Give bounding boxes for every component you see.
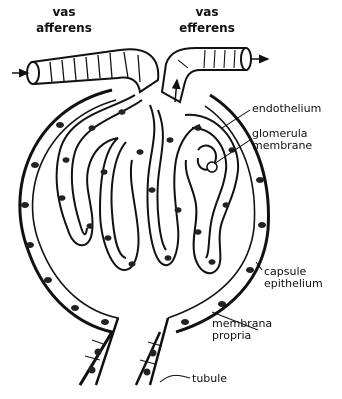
vas-efferens-line1: vas bbox=[172, 6, 242, 18]
membrana-line2: propria bbox=[212, 330, 272, 341]
capsule-nuclei bbox=[21, 122, 266, 325]
tubule-label: tubule bbox=[192, 373, 227, 384]
glomerula-line2: membrane bbox=[252, 140, 312, 151]
capsule-line2: epithelium bbox=[264, 278, 323, 289]
vas-afferens-label: vas afferens bbox=[34, 6, 94, 34]
membrana-propria-label: membrana propria bbox=[212, 318, 272, 341]
endothelium-label: endothelium bbox=[252, 103, 321, 114]
capsule-line1: capsule bbox=[264, 266, 323, 277]
vas-efferens-vessel bbox=[162, 48, 268, 102]
vas-afferens-vessel bbox=[12, 49, 158, 92]
vas-efferens-line2: efferens bbox=[172, 22, 242, 34]
vas-afferens-line1: vas bbox=[34, 6, 94, 18]
glomerula-membrane-label: glomerula membrane bbox=[252, 128, 312, 151]
membrana-line1: membrana bbox=[212, 318, 272, 329]
vas-afferens-line2: afferens bbox=[34, 22, 94, 34]
glomerula-line1: glomerula bbox=[252, 128, 312, 139]
capillary-loops bbox=[57, 95, 238, 273]
capsule-epithelium-label: capsule epithelium bbox=[264, 266, 323, 289]
vas-efferens-label: vas efferens bbox=[172, 6, 242, 34]
capsule-inner-wall bbox=[33, 100, 255, 385]
